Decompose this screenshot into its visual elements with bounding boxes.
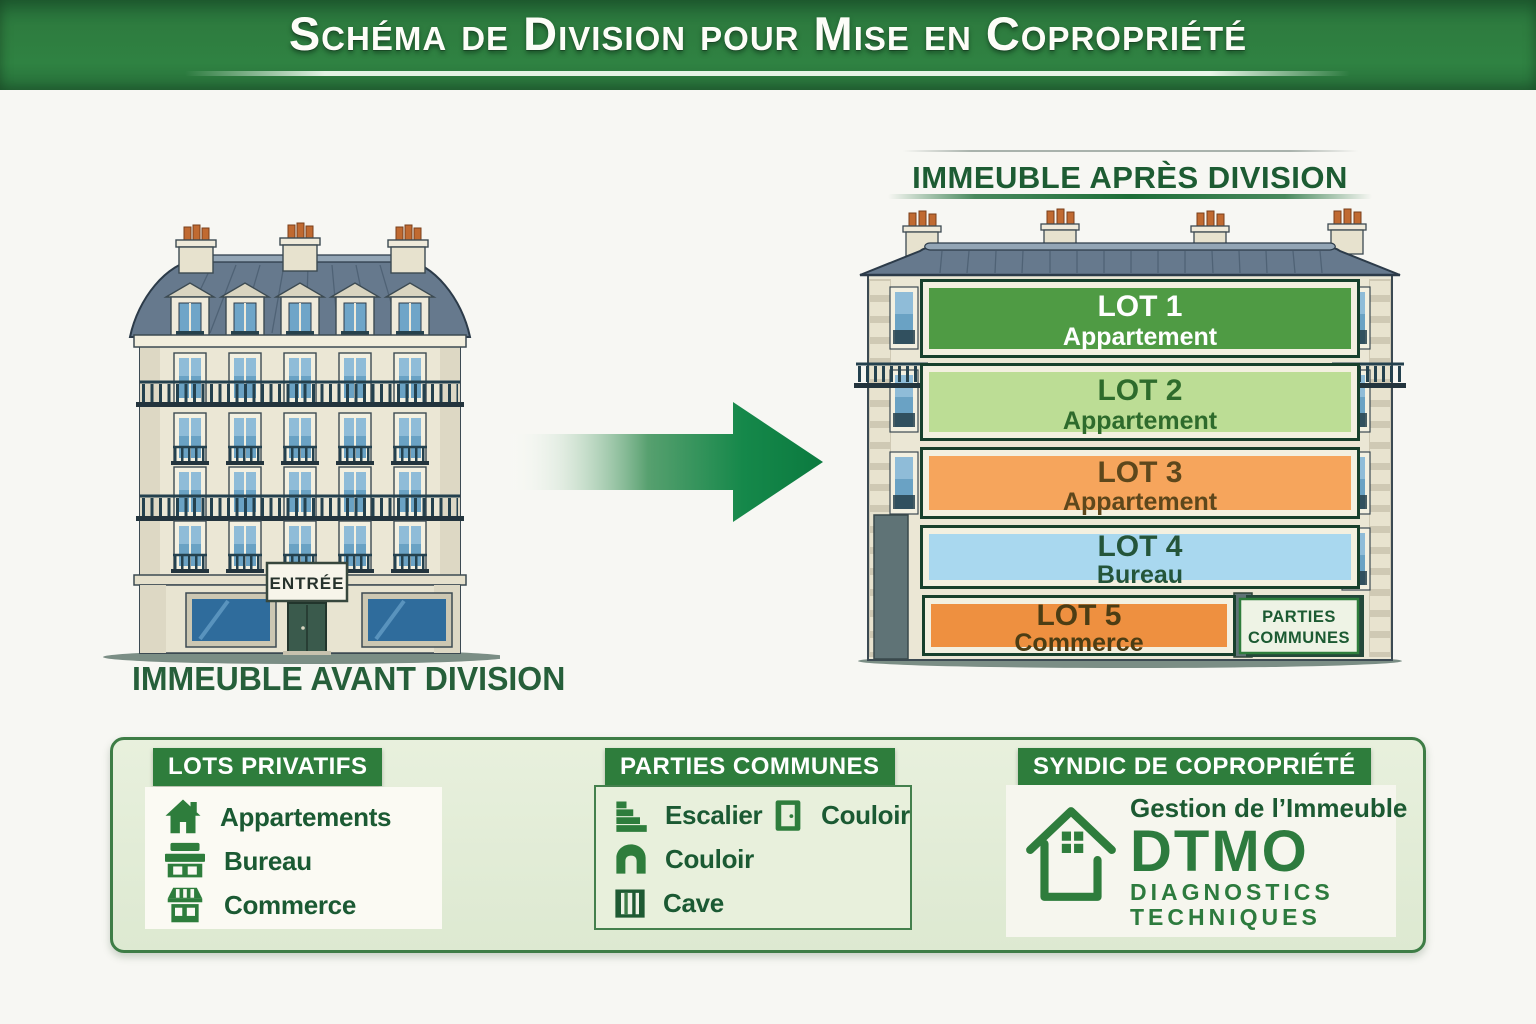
cellar-door-icon	[615, 889, 645, 918]
lot-type: Appartement	[1063, 407, 1218, 435]
chimney	[279, 222, 321, 272]
legend-panel-syndic: Gestion de l’Immeuble DTMO DIAGNOSTICS T…	[1006, 785, 1407, 937]
house-icon	[165, 799, 201, 834]
svg-text:COMMUNES: COMMUNES	[1248, 629, 1350, 647]
legend-item-label: Bureau	[224, 845, 312, 876]
facade-windows	[136, 352, 464, 573]
legend-item-cave: Cave	[612, 885, 794, 921]
right-arrow-icon	[505, 402, 823, 522]
chimney	[387, 224, 429, 274]
legend: LOTS PRIVATIFS Appartements Bureau	[110, 737, 1426, 953]
lot-id: LOT 2	[1097, 374, 1182, 407]
after-building-caption: IMMEUBLE APRÈS DIVISION	[912, 160, 1348, 195]
lot-type: Commerce	[1014, 629, 1143, 657]
ground-floor: ENTRÉE	[133, 561, 467, 655]
after-title-topline	[903, 150, 1358, 152]
after-title-underline	[888, 194, 1372, 199]
legend-item-label: Commerce	[224, 889, 356, 920]
after-building-illustration: LOT 1 Appartement LOT 2 Appartement LOT …	[854, 208, 1406, 668]
header-banner: Schéma de Division pour Mise en Copropri…	[0, 0, 1536, 90]
lot-band-3: LOT 3 Appartement	[920, 447, 1360, 519]
lot-id: LOT 3	[1097, 456, 1182, 489]
lot-type: Appartement	[1063, 323, 1218, 351]
house-outline-icon	[1026, 807, 1116, 901]
legend-item-commerce: Commerce	[163, 883, 442, 927]
desk-icon	[165, 842, 205, 878]
brand-subtitle-line2: TECHNIQUES	[1130, 904, 1321, 930]
svg-text:PARTIES: PARTIES	[1262, 608, 1336, 626]
stairwell-shaft	[873, 514, 909, 660]
legend-item-appartements: Appartements	[163, 795, 442, 839]
legend-item-bureau: Bureau	[163, 839, 442, 883]
mansard-roof	[859, 242, 1401, 277]
common-parts-sign: PARTIES COMMUNES	[1238, 595, 1364, 657]
lot-band-1: LOT 1 Appartement	[920, 279, 1360, 358]
door-icon	[775, 800, 801, 831]
page-title: Schéma de Division pour Mise en Copropri…	[288, 7, 1248, 60]
before-building-caption: IMMEUBLE AVANT DIVISION	[132, 660, 566, 697]
archway-icon	[616, 844, 646, 874]
legend-item-couloir-arch: Couloir	[612, 841, 794, 877]
legend-item-label: Couloir	[665, 843, 754, 874]
brand-logo-text: DTMO	[1130, 819, 1309, 884]
entrance-sign: ENTRÉE	[265, 561, 349, 603]
svg-text:ENTRÉE: ENTRÉE	[270, 574, 345, 593]
before-building-illustration: ENTRÉE	[103, 222, 500, 664]
storefront-icon	[167, 887, 203, 923]
legend-section-title-lots-privatifs: LOTS PRIVATIFS	[153, 748, 383, 786]
storefront-window	[185, 592, 277, 648]
entrance-door	[283, 602, 331, 655]
lot-id: LOT 4	[1097, 530, 1182, 563]
legend-section-title-syndic: SYNDIC DE COPROPRIÉTÉ	[1018, 748, 1371, 786]
lot-type: Appartement	[1063, 488, 1218, 516]
header-underline	[185, 71, 1350, 76]
lot-type: Bureau	[1097, 561, 1183, 589]
legend-item-escalier: Escalier	[612, 797, 770, 833]
legend-panel-lots-privatifs: Appartements Bureau	[145, 787, 442, 929]
lot-id: LOT 5	[1036, 599, 1121, 632]
lot-band-5: LOT 5 Commerce	[922, 595, 1236, 657]
stairs-icon	[616, 801, 647, 832]
legend-item-label: Escalier	[665, 799, 763, 830]
management-label: Gestion de l’Immeuble	[1130, 793, 1408, 823]
legend-item-label: Cave	[663, 887, 724, 918]
lot-band-2: LOT 2 Appartement	[920, 363, 1360, 441]
lot-id: LOT 1	[1097, 290, 1182, 323]
chimney	[175, 224, 217, 274]
legend-item-label: Appartements	[220, 801, 392, 832]
legend-section-title-parties-communes: PARTIES COMMUNES	[605, 748, 895, 786]
brand-subtitle-line1: DIAGNOSTICS	[1130, 879, 1334, 905]
lot-band-4: LOT 4 Bureau	[920, 525, 1360, 589]
legend-item-couloir-door: Couloir	[770, 797, 910, 833]
storefront-window	[361, 592, 453, 648]
legend-item-label: Couloir	[821, 799, 910, 830]
legend-panel-parties-communes: Escalier Couloir Couloir	[594, 785, 912, 930]
